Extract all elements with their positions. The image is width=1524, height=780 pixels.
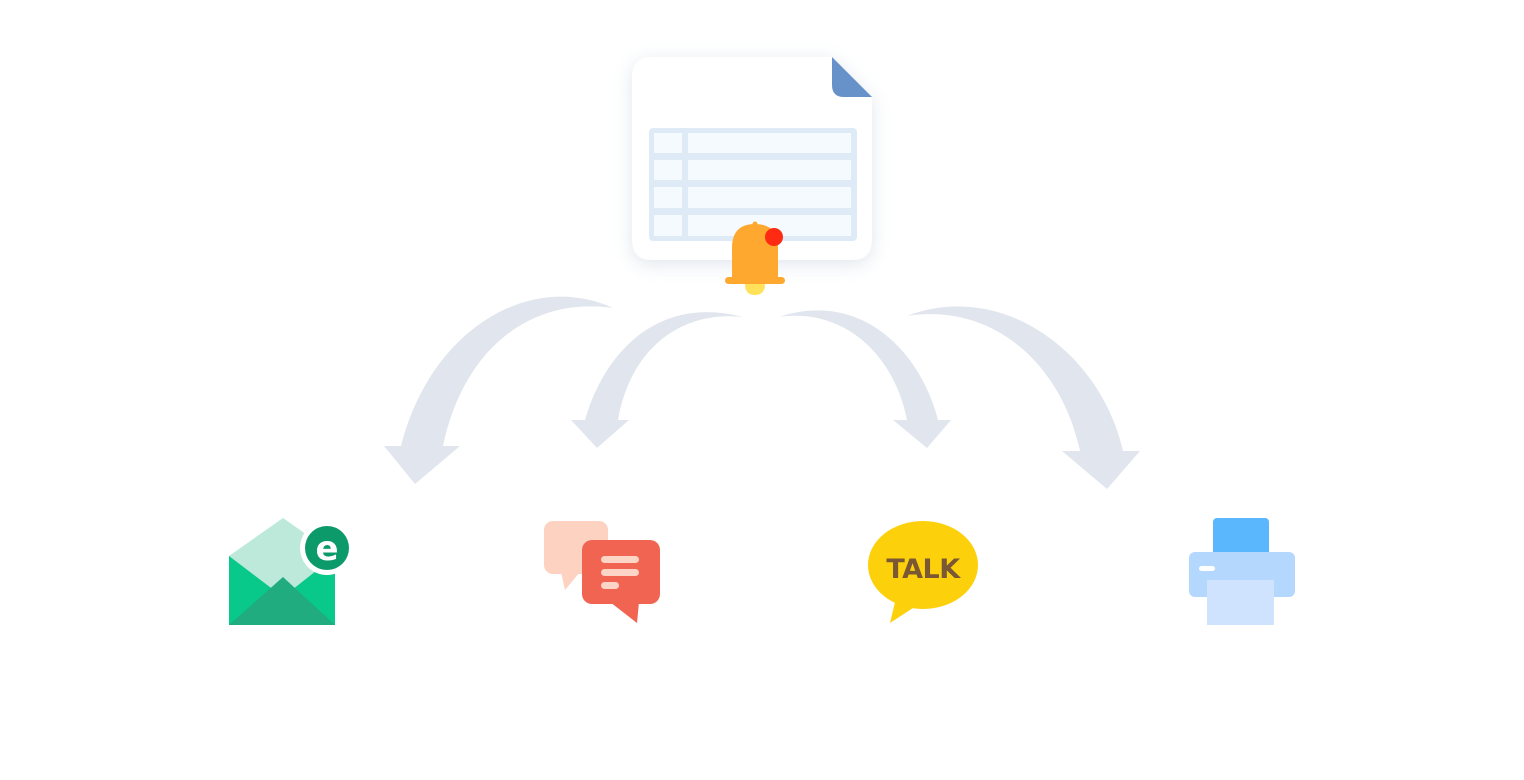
arrow-to-email	[384, 296, 613, 484]
email-badge-letter: e	[315, 529, 338, 569]
chat-bubbles-icon	[544, 521, 660, 623]
email-badge: e	[300, 521, 354, 575]
email-envelope-icon: e	[229, 518, 354, 625]
spreadsheet-table	[649, 128, 857, 241]
talk-bubble-icon: TALK	[868, 521, 978, 623]
printer-icon	[1189, 518, 1295, 625]
distribution-arrows	[384, 296, 1140, 489]
arrow-to-sms	[571, 312, 743, 448]
document-folded-corner	[832, 57, 872, 97]
arrow-to-printer	[907, 306, 1140, 489]
arrow-to-talk	[779, 310, 951, 448]
notification-dot	[765, 228, 783, 246]
spreadsheet-document-icon	[632, 57, 872, 260]
notification-bell-icon	[725, 221, 785, 295]
talk-label: TALK	[886, 554, 961, 585]
